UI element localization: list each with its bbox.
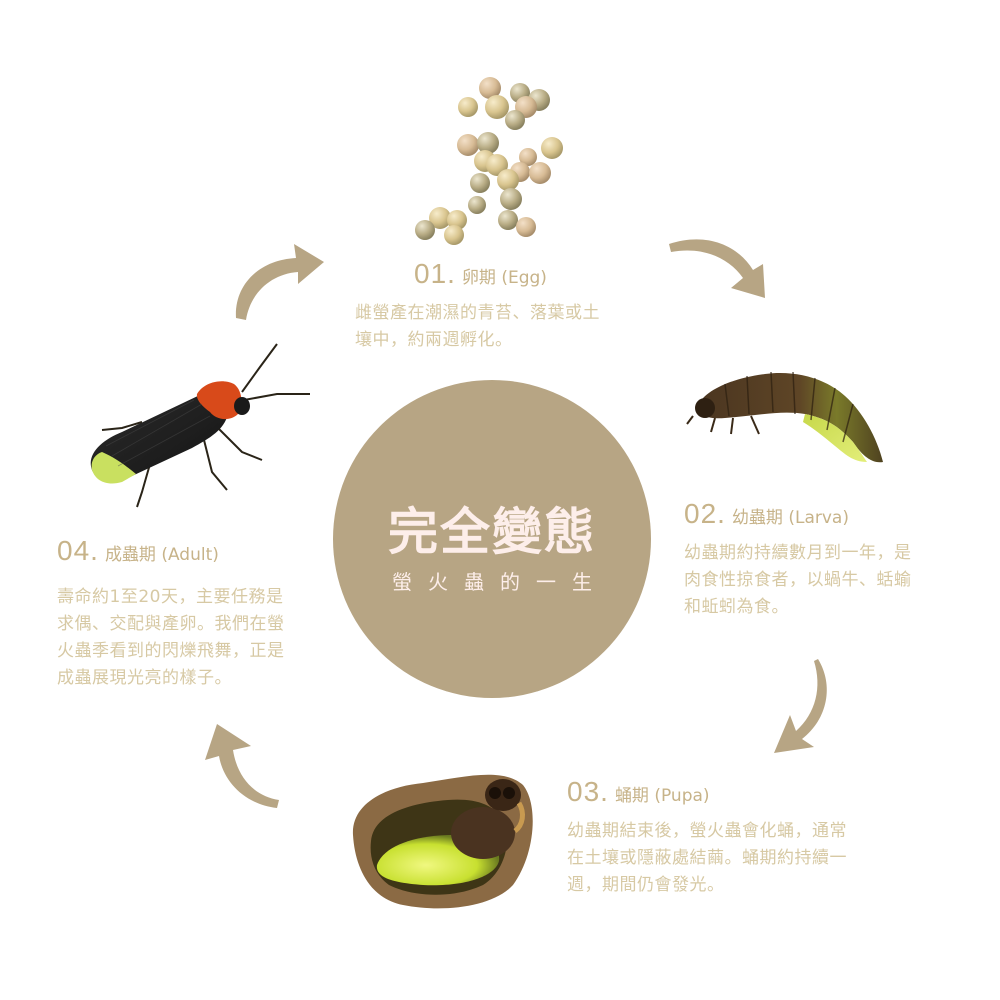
pupa-illustration [343, 765, 538, 915]
stage-03-description: 幼蟲期結束後，螢火蟲會化蛹，通常 在土壤或隱蔽處結繭。蛹期約持續一 週，期間仍會… [567, 818, 887, 899]
stage-01-description: 雌螢產在潮濕的青苔、落葉或土 壤中，約兩週孵化。 [355, 300, 625, 354]
description-line: 幼蟲期結束後，螢火蟲會化蛹，通常 [567, 821, 847, 841]
center-title: 完全變態 [388, 503, 596, 561]
description-line: 求偶、交配與產卵。我們在螢 [57, 614, 285, 634]
description-line: 在土壤或隱蔽處結繭。蛹期約持續一 [567, 848, 847, 868]
description-line: 幼蟲期約持續數月到一年，是 [684, 543, 912, 563]
stage-03-name: 蛹期 (Pupa) [614, 786, 710, 806]
stage-04-name: 成蟲期 (Adult) [104, 545, 219, 565]
curved-arrow-to-larva-icon [665, 232, 775, 302]
stage-04-heading: 04.成蟲期 (Adult) [57, 535, 219, 567]
stage-02-number: 02. [684, 498, 726, 529]
description-line: 成蟲展現光亮的樣子。 [57, 668, 232, 688]
stage-02-description: 幼蟲期約持續數月到一年，是 肉食性掠食者，以蝸牛、蛞蝓 和蚯蚓為食。 [684, 540, 944, 621]
description-line: 肉食性掠食者，以蝸牛、蛞蝓 [684, 570, 912, 590]
larva-illustration [685, 358, 885, 468]
curved-arrow-to-adult-icon [195, 720, 285, 815]
curved-arrow-to-egg-icon [228, 236, 328, 326]
center-circle: 完全變態 螢火蟲的一生 [333, 380, 651, 698]
stage-03-heading: 03.蛹期 (Pupa) [567, 776, 710, 808]
description-line: 火蟲季看到的閃爍飛舞，正是 [57, 641, 285, 661]
stage-03-number: 03. [567, 776, 609, 807]
stage-01-heading: 01.卵期 (Egg) [414, 258, 547, 290]
description-line: 週，期間仍會發光。 [567, 875, 725, 895]
stage-02-heading: 02.幼蟲期 (Larva) [684, 498, 849, 530]
stage-01-name: 卵期 (Egg) [461, 268, 547, 288]
egg-illustration [405, 75, 565, 245]
stage-04-number: 04. [57, 535, 99, 566]
stage-01-number: 01. [414, 258, 456, 289]
description-line: 和蚯蚓為食。 [684, 597, 789, 617]
stage-02-name: 幼蟲期 (Larva) [731, 508, 849, 528]
center-subtitle: 螢火蟲的一生 [392, 570, 608, 594]
description-line: 壤中，約兩週孵化。 [355, 330, 513, 350]
stage-04-description: 壽命約1至20天，主要任務是 求偶、交配與產卵。我們在螢 火蟲季看到的閃爍飛舞，… [57, 584, 317, 692]
adult-firefly-illustration [82, 342, 317, 512]
curved-arrow-to-pupa-icon [768, 655, 838, 760]
description-line: 雌螢產在潮濕的青苔、落葉或土 [355, 303, 600, 323]
description-line: 壽命約1至20天，主要任務是 [57, 587, 284, 607]
